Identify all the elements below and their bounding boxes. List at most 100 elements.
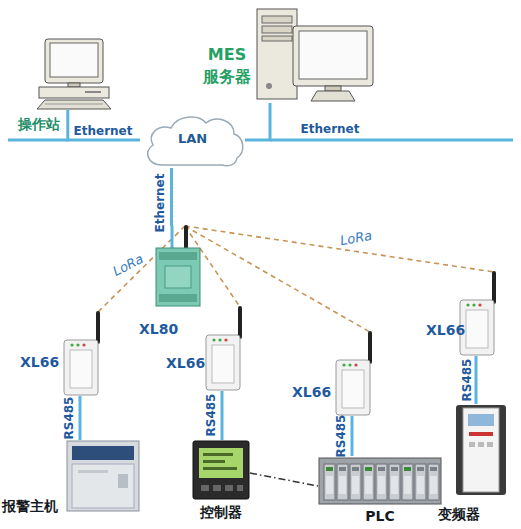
drawing-part — [159, 252, 197, 260]
device-icon — [66, 440, 140, 512]
cable-link — [245, 103, 270, 140]
drawing-part — [417, 476, 424, 494]
drawing-part — [184, 227, 188, 249]
drawing-part — [203, 467, 237, 470]
device-node: MES 服务器 — [255, 8, 375, 103]
drawing-part — [64, 340, 98, 395]
drawing-part — [342, 370, 364, 408]
drawing-part — [430, 467, 437, 471]
drawing-part — [206, 335, 240, 390]
drawing-part — [365, 476, 372, 494]
drawing-part — [350, 464, 361, 500]
device-label: 报警主机 — [2, 498, 58, 515]
drawing-part — [70, 350, 92, 388]
link-label: LoRa — [339, 228, 373, 248]
cable-link — [475, 356, 478, 404]
drawing-part — [225, 485, 233, 491]
drawing-part — [37, 100, 111, 109]
drawing-part — [469, 432, 493, 436]
drawing-part — [156, 248, 200, 306]
cable-link — [170, 168, 173, 226]
drawing-part — [82, 343, 85, 346]
drawing-part — [311, 91, 355, 101]
drawing-part — [376, 464, 387, 500]
drawing-part — [165, 266, 191, 288]
device-icon — [192, 440, 250, 500]
drawing-part — [72, 464, 134, 508]
link-label: Ethernet — [74, 124, 133, 138]
drawing-part — [171, 226, 174, 248]
link-label: Ethernet — [301, 122, 360, 136]
device-label: XL66 — [292, 384, 331, 401]
device-icon — [255, 8, 375, 103]
drawing-part — [201, 485, 209, 491]
drawing-part — [193, 441, 249, 499]
drawing-part — [76, 343, 79, 346]
drawing-part — [159, 294, 197, 302]
drawing-part — [213, 485, 221, 491]
drawing-part — [257, 9, 297, 99]
drawing-part — [354, 363, 357, 366]
drawing-part — [78, 470, 108, 473]
link-label: RS485 — [460, 359, 474, 402]
device-icon — [155, 226, 201, 308]
device-icon — [458, 272, 498, 356]
drawing-part — [352, 476, 359, 494]
drawing-part — [428, 464, 439, 500]
drawing-part — [68, 83, 80, 87]
drawing-part — [70, 343, 73, 346]
drawing-part — [50, 43, 98, 77]
drawing-part — [478, 303, 481, 306]
link-label: RS485 — [62, 397, 76, 440]
drawing-part — [212, 345, 234, 383]
drawing-part — [96, 313, 100, 342]
drawing-part — [348, 363, 351, 366]
drawing-part — [218, 338, 221, 341]
drawing-part — [45, 39, 103, 83]
cable-link — [221, 391, 224, 440]
cable-link — [79, 396, 82, 440]
device-icon — [204, 307, 244, 391]
link-label: LoRa — [110, 251, 146, 279]
drawing-part — [339, 476, 346, 494]
drawing-part — [368, 333, 372, 362]
device-node: 变频器 — [455, 404, 507, 496]
drawing-part — [212, 338, 215, 341]
drawing-part — [325, 86, 341, 91]
drawing-part — [224, 338, 227, 341]
drawing-part — [326, 467, 333, 471]
drawing-part — [203, 453, 233, 456]
drawing-part — [478, 442, 484, 447]
device-label: 变频器 — [438, 506, 480, 523]
lora-link — [185, 226, 494, 272]
drawing-part — [352, 467, 359, 471]
drawing-part — [378, 476, 385, 494]
device-label: XL66 — [426, 322, 465, 339]
drawing-part — [237, 485, 243, 491]
device-label: XL66 — [20, 354, 59, 371]
drawing-part — [262, 16, 292, 23]
ethernet-bus — [8, 139, 68, 142]
drawing-part — [39, 87, 109, 98]
device-icon — [62, 312, 102, 396]
device-icon — [334, 332, 374, 416]
cable-link — [68, 110, 140, 140]
drawing-part — [487, 442, 493, 447]
drawing-part — [363, 464, 374, 500]
drawing-part — [389, 464, 400, 500]
drawing-part — [391, 467, 398, 471]
device-label: 操作站 — [18, 116, 60, 133]
drawing-part — [319, 458, 441, 504]
device-label: XL80 — [139, 321, 178, 338]
device-icon — [35, 38, 113, 110]
device-node: PLC — [318, 456, 442, 506]
drawing-part — [430, 476, 437, 494]
device-label: XL66 — [166, 355, 205, 372]
device-node: XL66 — [204, 307, 244, 391]
drawing-part — [466, 303, 469, 306]
link-label: RS485 — [334, 415, 348, 458]
drawing-part — [67, 441, 139, 511]
drawing-part — [337, 464, 348, 500]
device-label: LAN — [140, 131, 245, 147]
